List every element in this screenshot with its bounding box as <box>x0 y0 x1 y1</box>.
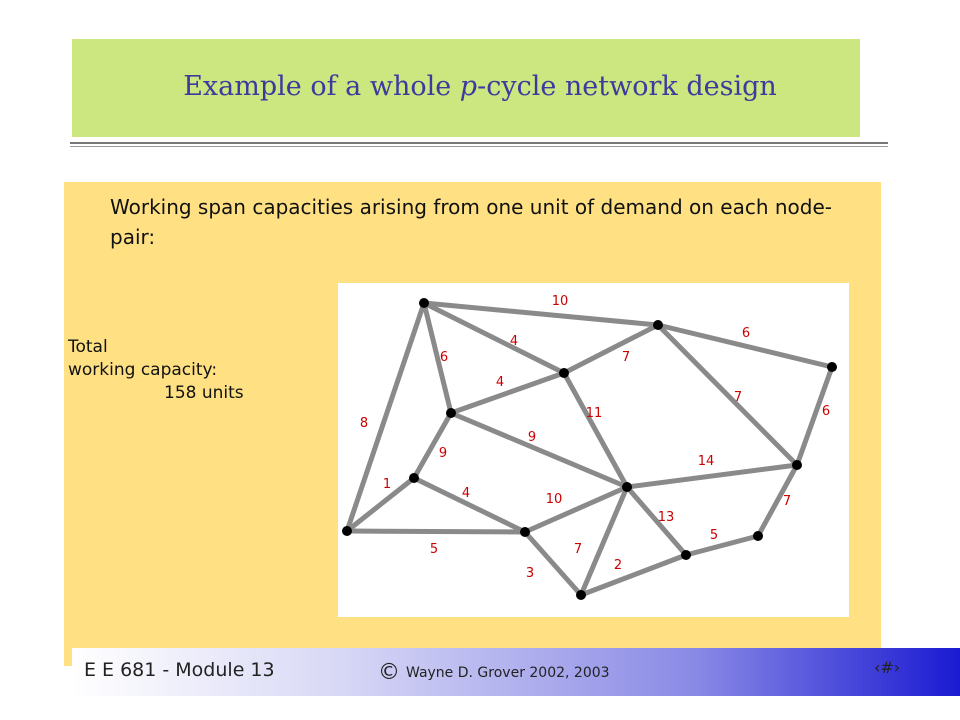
link-n7-n6 <box>624 462 800 490</box>
intro-text: Working span capacities arising from one… <box>110 195 832 249</box>
link-capacity-label: 10 <box>546 492 563 507</box>
footer-copyright: © Wayne D. Grover 2002, 2003 <box>378 660 610 685</box>
footer-page-number: ‹#› <box>874 658 901 677</box>
link-n4-n8 <box>411 410 454 481</box>
link-capacity-label: 8 <box>360 416 368 431</box>
link-capacity-label: 4 <box>510 334 518 349</box>
link-n6-n10 <box>755 462 800 539</box>
title-prefix: Example of a whole <box>183 71 460 102</box>
link-n3-n7 <box>561 370 630 490</box>
title-divider <box>70 142 888 144</box>
link-capacity-label: 9 <box>439 446 447 461</box>
link-capacity-label: 6 <box>822 404 830 419</box>
link-n8-n12 <box>344 475 417 534</box>
link-n9-n7 <box>522 484 630 535</box>
title-divider-thin <box>70 146 888 147</box>
link-capacity-label: 9 <box>528 430 536 445</box>
link-capacity-label: 3 <box>526 566 534 581</box>
link-capacity-label: 4 <box>462 486 470 501</box>
link-capacity-label: 14 <box>698 454 715 469</box>
link-capacity-label: 11 <box>586 406 603 421</box>
node-n6 <box>792 460 802 470</box>
total-label-1: Total <box>68 337 108 357</box>
copyright-symbol: © <box>378 660 400 685</box>
link-capacity-label: 6 <box>742 326 750 341</box>
link-n3-n4 <box>448 370 567 416</box>
node-n13 <box>576 590 586 600</box>
link-n1-n12 <box>344 300 427 534</box>
node-n5 <box>827 362 837 372</box>
node-n10 <box>753 531 763 541</box>
link-capacity-label: 10 <box>552 294 569 309</box>
link-capacity-label: 2 <box>614 558 622 573</box>
node-n9 <box>520 527 530 537</box>
title-italic: p <box>459 71 478 102</box>
node-n1 <box>419 298 429 308</box>
link-capacity-label: 6 <box>440 350 448 365</box>
title-banner <box>72 39 860 137</box>
node-n3 <box>559 368 569 378</box>
link-capacity-label: 13 <box>658 510 675 525</box>
node-n7 <box>622 482 632 492</box>
node-n8 <box>409 473 419 483</box>
footer-course: E E 681 - Module 13 <box>84 659 275 681</box>
link-capacity-label: 7 <box>734 390 742 405</box>
slide-title: Example of a whole p-cycle network desig… <box>0 71 960 102</box>
link-n1-n4 <box>421 300 454 416</box>
link-n2-n3 <box>561 322 661 376</box>
node-n12 <box>342 526 352 536</box>
link-capacity-label: 7 <box>622 350 630 365</box>
total-value: 158 units <box>164 383 244 403</box>
link-capacity-label: 5 <box>710 528 718 543</box>
link-capacity-label: 1 <box>383 477 391 492</box>
link-n4-n7 <box>448 410 630 490</box>
link-n12-n9 <box>344 528 528 535</box>
copyright-text: Wayne D. Grover 2002, 2003 <box>406 665 610 681</box>
link-capacity-label: 7 <box>783 494 791 509</box>
link-n9-n13 <box>522 529 584 598</box>
link-n13-n11 <box>578 552 689 598</box>
link-n1-n3 <box>421 300 567 376</box>
link-capacity-label: 7 <box>574 542 582 557</box>
footer-bar <box>72 648 960 696</box>
link-n2-n5 <box>655 322 835 370</box>
node-n11 <box>681 550 691 560</box>
link-n7-n11 <box>624 484 689 558</box>
link-n8-n9 <box>411 475 528 535</box>
link-n2-n6 <box>655 322 800 468</box>
link-n11-n10 <box>683 533 761 558</box>
link-capacity-label: 5 <box>430 542 438 557</box>
title-suffix: -cycle network design <box>477 71 777 102</box>
total-capacity: Total working capacity: 158 units <box>68 336 244 405</box>
link-capacity-label: 4 <box>496 375 504 390</box>
total-label-2: working capacity: <box>68 360 218 380</box>
node-n2 <box>653 320 663 330</box>
link-n5-n6 <box>794 364 835 468</box>
link-n7-n13 <box>578 484 630 598</box>
node-n4 <box>446 408 456 418</box>
link-n1-n2 <box>421 300 661 328</box>
